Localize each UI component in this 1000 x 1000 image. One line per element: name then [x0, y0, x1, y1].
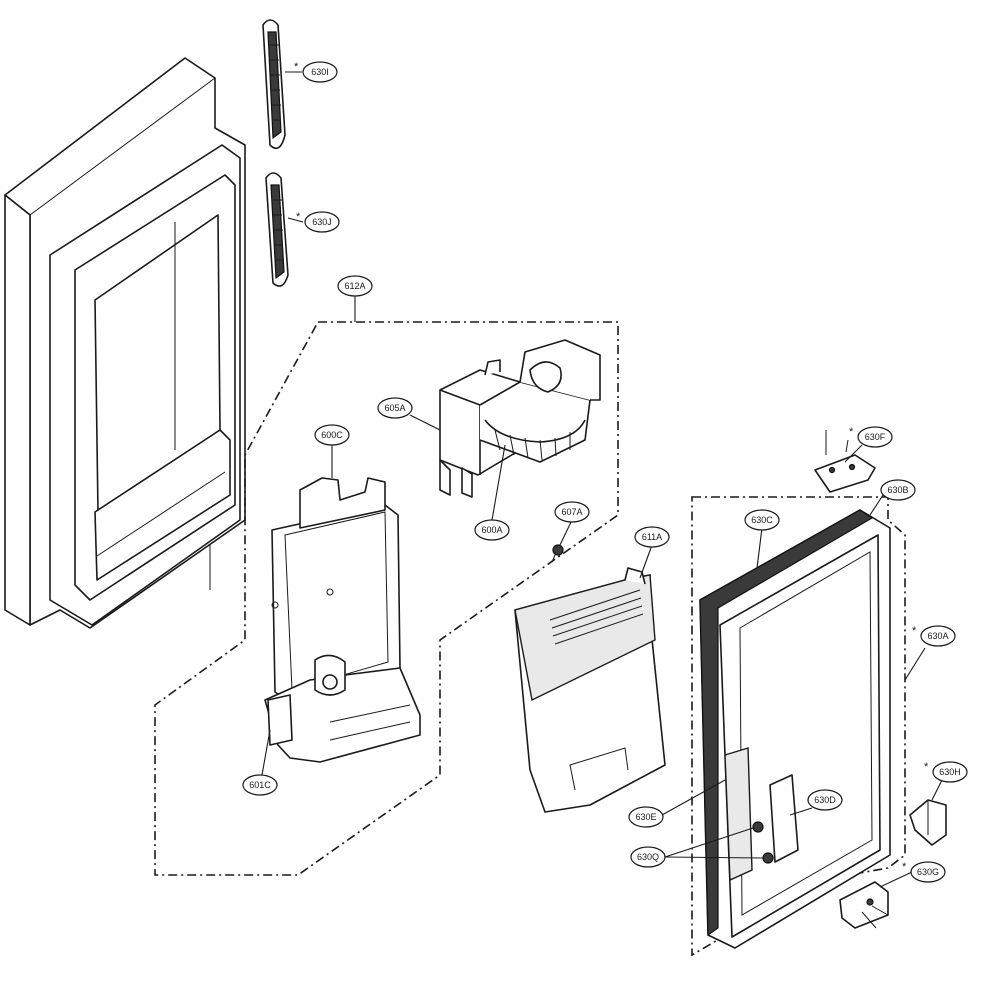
callout-star: *: [294, 61, 299, 73]
vent-cover-lower: [265, 172, 289, 287]
vent-cover-upper: [262, 19, 286, 150]
callout-bubble: [314, 424, 350, 446]
callout-star: *: [296, 211, 301, 223]
callout-bubble: [628, 806, 664, 828]
door-stopper: [909, 799, 947, 846]
screw-607a: [551, 544, 564, 563]
callout-label: 630J: [312, 217, 332, 227]
callout-bubble: [304, 211, 340, 233]
callout-label: 600A: [481, 525, 502, 535]
lower-hinge: [839, 881, 889, 929]
callout-630d: 630D: [807, 789, 843, 811]
callout-label: 630C: [751, 515, 773, 525]
callout-630a: 630A *: [912, 625, 956, 647]
callout-bubble: [744, 509, 780, 531]
callout-630b: 630B: [880, 479, 916, 501]
callout-630g: 630G *: [902, 861, 946, 883]
callout-630i_top: 630I *: [294, 61, 338, 83]
callout-bubble: [242, 774, 278, 796]
callout-607a: 607A: [554, 501, 590, 523]
callout-label: 600C: [321, 430, 343, 440]
callout-label: 630D: [814, 795, 836, 805]
callout-bubble: [857, 426, 893, 448]
callout-star: *: [912, 625, 917, 637]
callout-630c: 630C: [744, 509, 780, 531]
callout-bubble: [377, 397, 413, 419]
callout-bubble: [302, 61, 338, 83]
callout-bubble: [634, 526, 670, 548]
callout-630h: 630H *: [924, 761, 968, 783]
callout-bubble: [880, 479, 916, 501]
callout-star: *: [902, 861, 907, 873]
door-assembly-outline: [691, 496, 906, 957]
leader-lines: [261, 71, 943, 888]
callout-star: *: [924, 761, 929, 773]
callout-star: *: [849, 426, 854, 438]
callout-label: 611A: [642, 532, 662, 542]
callout-label: 630B: [887, 485, 908, 495]
callout-label: 601C: [249, 780, 271, 790]
callout-601c: 601C: [242, 774, 278, 796]
callout-bubble: [630, 846, 666, 868]
callout-bubble: [807, 789, 843, 811]
callout-label: 630A: [927, 631, 948, 641]
callout-600c: 600C: [314, 424, 350, 446]
ice-bin-cover: [514, 567, 666, 813]
callout-label: 630E: [635, 812, 656, 822]
assembly-outline-612a: [154, 321, 619, 876]
callout-label: 605A: [384, 403, 405, 413]
callout-label: 630F: [865, 432, 886, 442]
callout-bubble: [932, 761, 968, 783]
upper-hinge: [814, 430, 876, 493]
callout-630j: 630J *: [296, 211, 340, 233]
callout-bubble: [474, 519, 510, 541]
callout-bubble: [337, 275, 373, 297]
callout-612a: 612A: [337, 275, 373, 297]
callout-605a: 605A: [377, 397, 413, 419]
callout-label: 630G: [917, 867, 939, 877]
mounting-bracket: [264, 477, 421, 763]
door-frame: [4, 57, 246, 629]
callout-bubble: [554, 501, 590, 523]
freezer-door: [699, 509, 891, 949]
ice-maker: [439, 339, 601, 498]
callout-label: 630H: [939, 767, 961, 777]
callout-630q: 630Q: [630, 846, 666, 868]
callout-label: 607A: [561, 507, 582, 517]
callout-label: 630Q: [637, 852, 659, 862]
callout-bubble: [920, 625, 956, 647]
callout-611a: 611A: [634, 526, 670, 548]
callout-630e: 630E: [628, 806, 664, 828]
callout-label: 630I: [311, 67, 329, 77]
callout-bubble: [910, 861, 946, 883]
callout-label: 612A: [344, 281, 365, 291]
callout-600a: 600A: [474, 519, 510, 541]
callout-labels: 630I * 630J * 612A 605A 600C 600A 607A 611A 601C 63…: [242, 61, 968, 883]
callout-630f: 630F *: [849, 426, 893, 448]
